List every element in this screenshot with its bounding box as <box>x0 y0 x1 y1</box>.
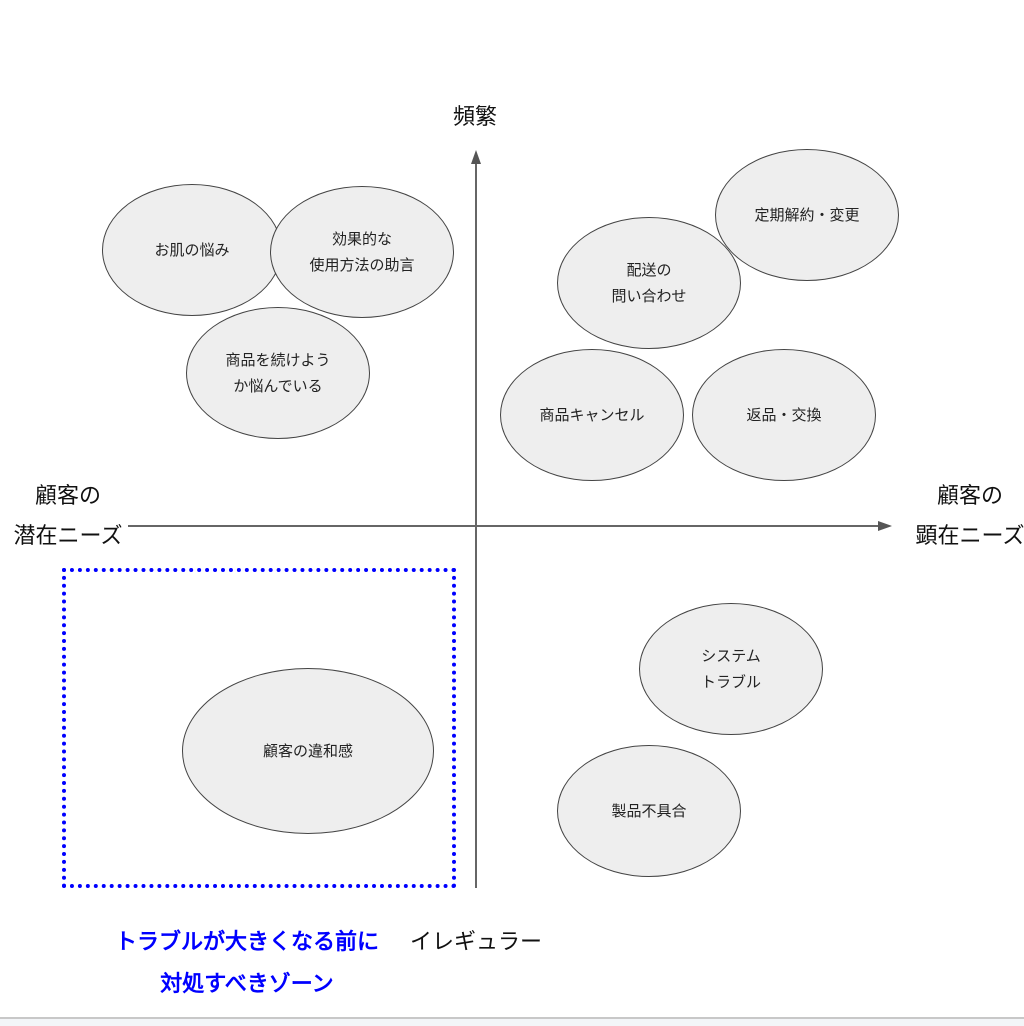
bubble-text: 使用方法の助言 <box>309 256 415 274</box>
axis-label-left-line: 顧客の <box>34 484 101 509</box>
bubble-delivery-inquiry: 配送の問い合わせ <box>557 217 741 349</box>
bubble-continue-hesitation: 商品を続けようか悩んでいる <box>186 307 370 439</box>
bubble-text: システム <box>701 647 761 665</box>
zone-label: トラブルが大きくなる前に 対処すべきゾーン <box>115 922 379 1006</box>
bubble-text: 返品・交換 <box>746 406 822 424</box>
bubble-text: 商品キャンセル <box>539 406 645 424</box>
axis-label-bottom: イレギュラー <box>409 930 543 955</box>
bubble-text: 商品を続けよう <box>225 351 331 369</box>
bubble-order-cancel: 商品キャンセル <box>500 349 684 481</box>
bubble-product-defect: 製品不具合 <box>557 745 741 877</box>
axis-label-right-line: 顧客の <box>936 484 1003 509</box>
axis-label-right: 顧客の 顕在ニーズ <box>916 477 1024 557</box>
bubble-text: 問い合わせ <box>611 287 687 305</box>
axis-label-top: 頻繁 <box>452 105 498 130</box>
bubble-text: 顧客の違和感 <box>262 742 353 760</box>
bubble-text: か悩んでいる <box>233 377 323 395</box>
bubble-text: 定期解約・変更 <box>754 206 860 224</box>
early-action-zone <box>62 568 456 888</box>
axis-label-left: 顧客の 潜在ニーズ <box>14 477 123 557</box>
axis-label-right-line: 顕在ニーズ <box>915 524 1024 549</box>
bubble-text: 効果的な <box>331 230 392 248</box>
zone-label-line: 対処すべきゾーン <box>160 972 334 997</box>
bubble-skin-concern: お肌の悩み <box>102 184 282 316</box>
arrow-right-icon <box>878 521 892 531</box>
bubble-usage-advice: 効果的な使用方法の助言 <box>270 186 454 318</box>
axis-label-left-line: 潜在ニーズ <box>13 524 123 549</box>
bubble-text: 製品不具合 <box>611 802 687 820</box>
arrow-up-icon <box>471 150 481 164</box>
bottom-border <box>0 1017 1024 1026</box>
zone-label-line: トラブルが大きくなる前に <box>114 930 380 955</box>
bubble-customer-discomfort: 顧客の違和感 <box>182 668 434 834</box>
bubble-return-exchange: 返品・交換 <box>692 349 876 481</box>
bubble-system-trouble: システムトラブル <box>639 603 823 735</box>
bubble-text: トラブル <box>700 673 761 691</box>
bubble-subscription-change: 定期解約・変更 <box>715 149 899 281</box>
bubble-text: 配送の <box>626 261 672 279</box>
bubble-text: お肌の悩み <box>154 241 230 259</box>
